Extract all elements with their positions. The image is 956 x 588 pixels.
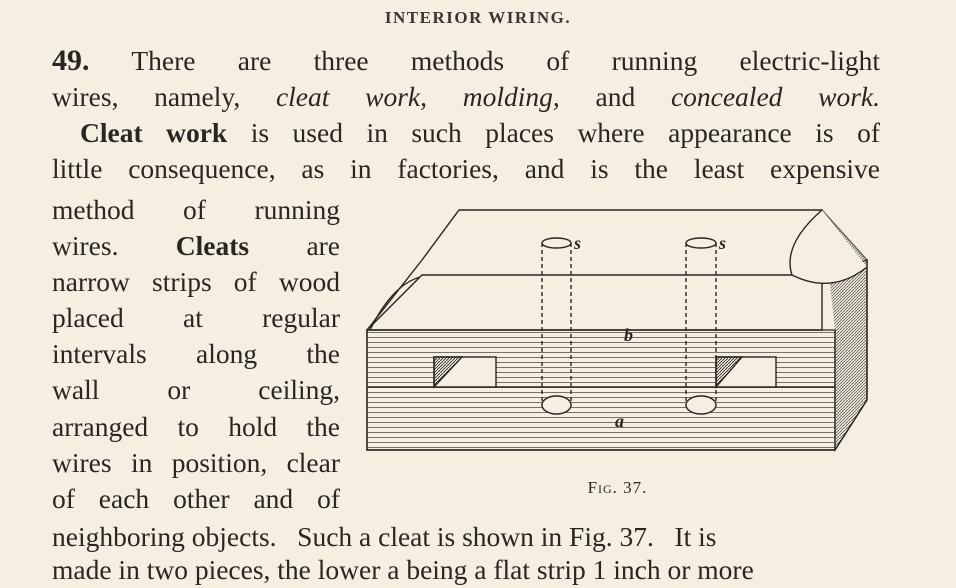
label-s1: s	[573, 233, 581, 253]
figure-caption: Fig. 37.	[587, 478, 648, 497]
term-cleat-work: Cleat work	[80, 117, 228, 148]
narrow-line: intervals along the	[52, 338, 340, 369]
paragraph-number: 49.	[52, 44, 90, 77]
label-a: a	[615, 411, 624, 431]
running-header: INTERIOR WIRING.	[384, 8, 572, 27]
narrow-line: wall or ceiling,	[52, 374, 340, 405]
figure-cleat-illustration: s s b a	[365, 209, 868, 453]
narrow-line: arranged to hold the	[52, 411, 340, 442]
narrow-line: of each other and of	[52, 483, 340, 514]
narrow-line: wires in position, clear	[52, 447, 340, 478]
paragraph-line: little consequence, as in factories, and…	[52, 153, 880, 184]
paragraph-line: Cleat work is used in such places where …	[80, 117, 880, 148]
clipped-line: made in two pieces, the lower a being a …	[52, 554, 754, 585]
label-b: b	[624, 325, 633, 345]
term-cleats: Cleats	[175, 230, 250, 261]
narrow-line: wires. Cleats are	[52, 230, 341, 261]
narrow-line: method of running	[52, 194, 340, 225]
paragraph-line: 49. There are three methods of running e…	[52, 44, 880, 77]
paragraph-line: wires, namely, cleat work, molding, and …	[52, 81, 881, 112]
narrow-line: placed at regular	[52, 302, 340, 333]
label-s2: s	[718, 233, 726, 253]
narrow-line: narrow strips of wood	[52, 266, 340, 297]
paragraph-line: neighboring objects. Such a cleat is sho…	[52, 521, 717, 552]
